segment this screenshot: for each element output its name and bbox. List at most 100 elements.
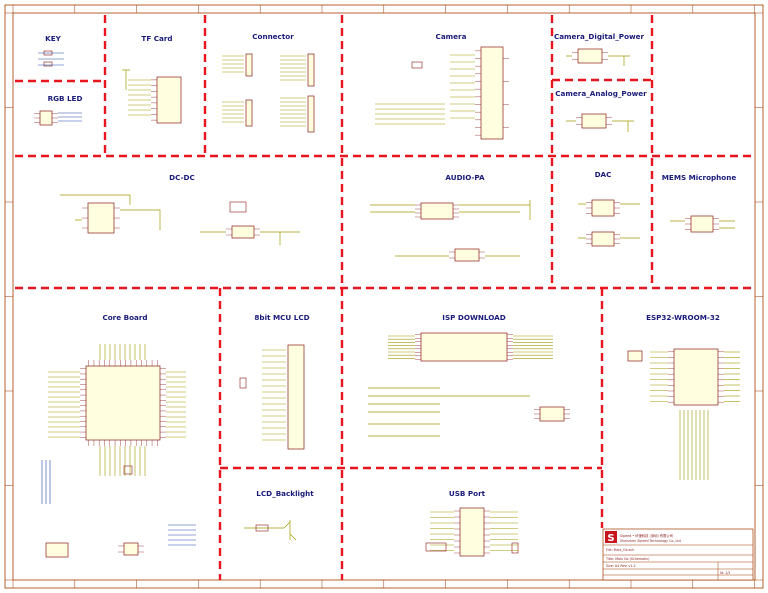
isp-usb-uart: [415, 332, 513, 362]
esp32-wires-bottom: [679, 410, 709, 480]
isp-transistor: [534, 406, 570, 422]
key-switch-2: [43, 61, 53, 67]
section-title-mcu-lcd: 8bit MCU LCD: [254, 313, 309, 322]
section-title-usb-port: USB Port: [449, 489, 486, 498]
section-title-camera-digital-power: Camera_Digital_Power: [554, 32, 645, 41]
connector-wires-4: [280, 97, 306, 127]
camera-wires-2: [375, 103, 445, 125]
esp32-ldo: [627, 350, 643, 362]
camera-osc: [411, 61, 423, 69]
connector-j4: [307, 95, 315, 133]
lcd-fpc-connector: [287, 344, 305, 450]
dac-net: [578, 203, 640, 239]
mems-mic-chip: [685, 215, 719, 233]
backlight-net: [244, 520, 297, 541]
logo-letter: S: [607, 533, 614, 544]
tf-card-pullup: [122, 69, 130, 90]
core-board-wires-bottom: [99, 446, 146, 476]
section-title-camera-analog-power: Camera_Analog_Power: [555, 89, 647, 98]
section-title-rgb-led: RGB LED: [48, 94, 83, 103]
dcdc-inductor: [229, 201, 247, 213]
connector-j2: [307, 53, 315, 87]
section-title-dc-dc: DC-DC: [169, 173, 195, 182]
section-title-key: KEY: [45, 34, 61, 43]
connector-j3: [245, 99, 253, 127]
section-title-mems-microphone: MEMS Microphone: [662, 173, 737, 182]
core-board-connector: [45, 542, 69, 558]
title-block-company-en: Shenzhen Sipeed Technology Co.,Ltd: [620, 539, 681, 543]
lcd-cap: [239, 377, 247, 389]
isp-net: [368, 387, 530, 437]
outer-frame: [4, 4, 764, 589]
section-title-lcd-backlight: LCD_Backlight: [256, 489, 314, 498]
ldo-digital: [572, 48, 608, 64]
usb-wires-right: [490, 511, 518, 551]
usb-cap: [511, 542, 519, 554]
camera-fpc-connector: [475, 46, 509, 140]
section-titles: KEY TF Card Connector Camera Camera_Digi…: [45, 32, 736, 498]
connector-wires-2: [280, 55, 306, 81]
audio-net-1: [370, 200, 531, 220]
title-block-company-cn: Sipeed • 矽速科技 (深圳) 有限公司: [620, 533, 673, 538]
inner-frame: [12, 12, 756, 581]
esp32-wires-right: [724, 351, 740, 402]
title-block-title: Title: Maix Go (Schematic): [605, 557, 649, 561]
usb-diode-array: [425, 542, 447, 552]
backlight-resistor: [255, 524, 269, 532]
section-title-esp32: ESP32-WROOM-32: [646, 313, 720, 322]
core-board-switch: [118, 542, 144, 556]
dcdc-regulator: [82, 202, 120, 234]
core-board-misc: [41, 460, 51, 504]
section-title-camera: Camera: [436, 32, 467, 41]
core-board-wires-top: [99, 344, 146, 360]
isp-wires-left: [388, 335, 415, 359]
isp-wires-right: [513, 335, 553, 359]
dac-chip-2: [586, 231, 620, 247]
ldo-digital-net: [566, 55, 630, 66]
dcdc-net-1: [60, 194, 161, 230]
logo-badge: [605, 531, 617, 543]
usb-connector: [454, 507, 490, 557]
connector-wires-3: [222, 101, 244, 123]
dac-chip-1: [586, 199, 620, 217]
section-title-connector: Connector: [252, 32, 294, 41]
ldo-analog-net: [566, 120, 634, 132]
section-title-dac: DAC: [595, 170, 612, 179]
title-block: S Sipeed • 矽速科技 (深圳) 有限公司 Shenzhen Sipee…: [602, 528, 754, 581]
title-block-size: Size: A4 Rev: v1.2: [606, 564, 636, 568]
section-title-isp-download: ISP DOWNLOAD: [442, 313, 505, 322]
tf-card-wires: [128, 79, 151, 116]
ldo-analog: [576, 113, 612, 129]
section-dividers: [15, 15, 753, 580]
esp32-wires-left: [650, 351, 668, 402]
key-wires: [38, 52, 64, 66]
rgb-led-chip: [34, 110, 58, 126]
rgb-led-wires: [58, 112, 82, 122]
title-block-id: Id: 1/1: [720, 571, 731, 575]
audio-filter: [449, 248, 485, 262]
core-board-crystal: [123, 465, 133, 475]
tf-card-socket: [151, 76, 182, 124]
lcd-wires: [262, 349, 286, 441]
schematic-content: [34, 46, 740, 558]
esp32-module: [668, 348, 724, 406]
border-ruler: [5, 5, 763, 588]
title-block-file: File: Maix_Go.sch: [606, 548, 634, 552]
dcdc-ldo: [226, 225, 260, 239]
section-title-core-board: Core Board: [102, 313, 147, 322]
core-board-wires-left: [48, 371, 80, 438]
connector-wires-1: [222, 55, 244, 73]
usb-wires-left: [430, 511, 454, 551]
section-title-tf-card: TF Card: [141, 34, 172, 43]
mems-net: [670, 220, 735, 229]
core-board-wires-right: [166, 371, 186, 438]
section-title-audio-pa: AUDIO-PA: [445, 173, 485, 182]
connector-j1: [245, 53, 253, 77]
camera-wires-1: [450, 54, 475, 119]
core-board-misc-2: [168, 524, 196, 546]
core-board-module: [80, 360, 166, 446]
dcdc-net-2: [200, 231, 300, 245]
audio-amp: [415, 202, 459, 220]
